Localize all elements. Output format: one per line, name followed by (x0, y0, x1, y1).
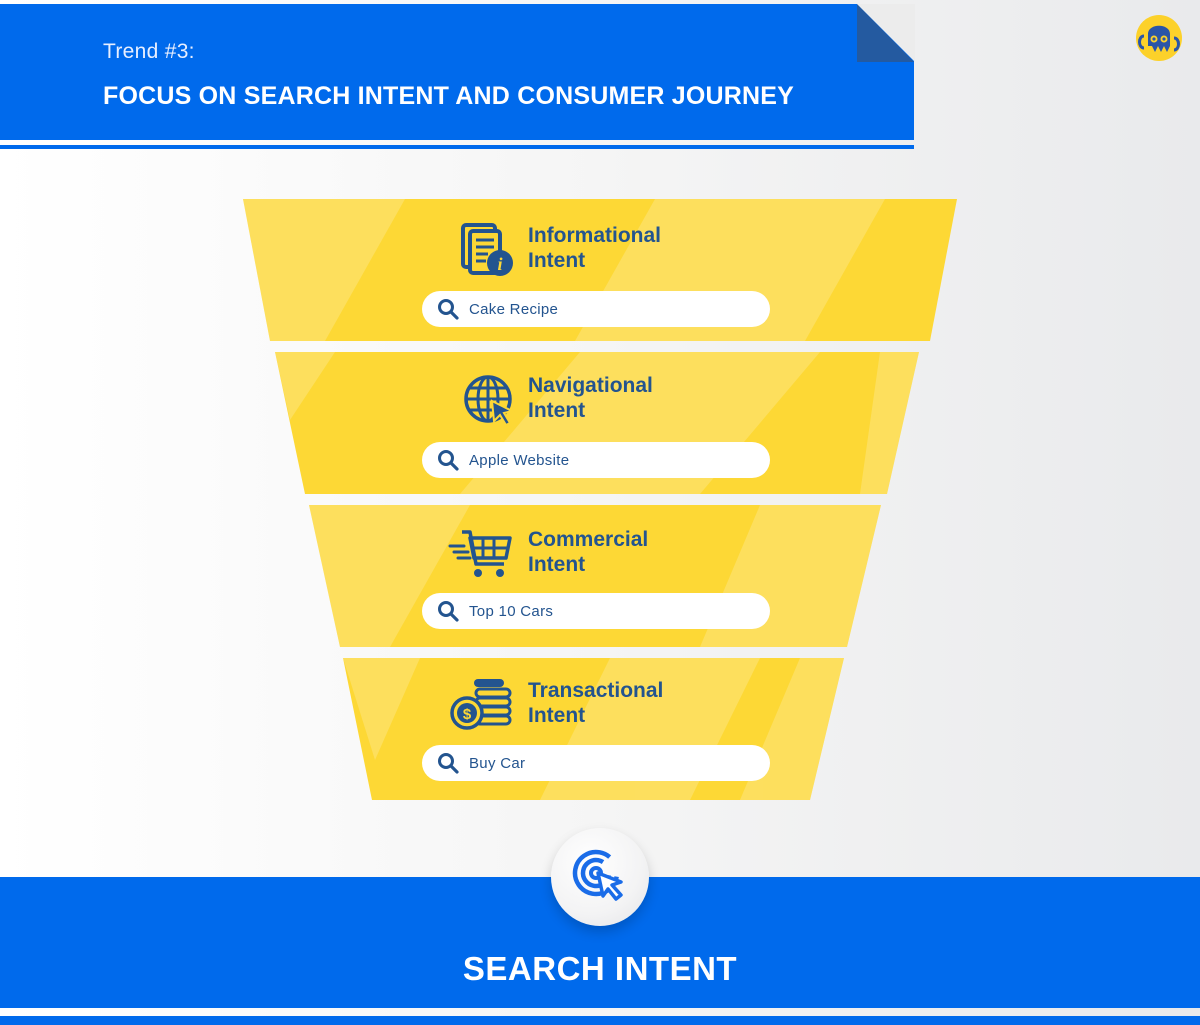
search-input-apple-website[interactable]: Apple Website (422, 442, 770, 478)
tier-1-title: Informational Intent (528, 224, 662, 272)
coins-dollar-icon: $ (450, 679, 512, 730)
tier-4-title: Transactional Intent (528, 679, 664, 727)
trend-label: Trend #3: (103, 40, 195, 63)
footer-title: SEARCH INTENT (462, 950, 738, 987)
search-query: Cake Recipe (469, 300, 559, 318)
search-query: Top 10 Cars (469, 602, 554, 620)
tier-3-title: Commercial Intent (528, 528, 649, 576)
search-input-top-10-cars[interactable]: Top 10 Cars (422, 593, 770, 629)
search-input-cake-recipe[interactable]: Cake Recipe (422, 291, 770, 327)
shopping-cart-icon (448, 530, 512, 577)
globe-cursor-icon (464, 375, 515, 427)
search-icon (438, 450, 459, 471)
target-cursor-icon (572, 849, 623, 901)
search-query: Buy Car (469, 754, 526, 772)
search-icon (438, 299, 459, 320)
octopus-logo-icon (1136, 15, 1182, 61)
header-banner (0, 4, 914, 140)
document-info-icon: i (461, 223, 513, 276)
tier-2-title: Navigational Intent (528, 374, 653, 422)
svg-text:i: i (497, 254, 502, 274)
page-fold-icon (857, 4, 915, 62)
svg-text:$: $ (463, 706, 472, 723)
search-query: Apple Website (469, 451, 570, 469)
page-title: FOCUS ON SEARCH INTENT AND CONSUMER JOUR… (103, 82, 795, 110)
header-underline (0, 145, 914, 149)
footer-underline (0, 1016, 1200, 1025)
search-input-buy-car[interactable]: Buy Car (422, 745, 770, 781)
search-icon (438, 753, 459, 774)
target-badge (551, 828, 649, 926)
search-icon (438, 601, 459, 622)
